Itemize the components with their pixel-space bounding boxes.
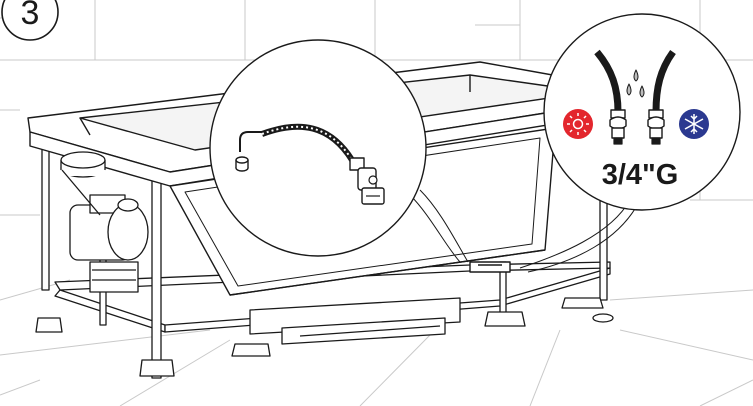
flexible-drain-hose-icon <box>235 123 385 205</box>
step-number: 3 <box>21 0 40 32</box>
step-badge: 3 <box>1 0 59 41</box>
snowflake-cold-icon <box>679 109 709 139</box>
whirlpool-pump <box>60 151 149 293</box>
callout-pointers <box>409 189 641 273</box>
supply-hoses-icon <box>594 49 676 145</box>
thread-size-label: 3/4"G <box>602 159 679 191</box>
water-supply-callout: 3/4"G <box>543 13 741 211</box>
drain-callout <box>209 39 427 257</box>
sun-hot-icon <box>563 109 593 139</box>
